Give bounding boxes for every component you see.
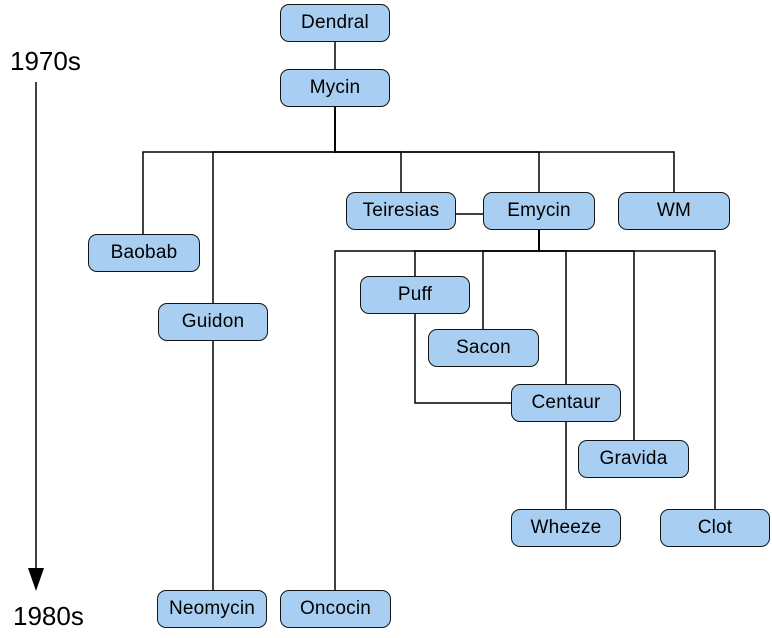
node-neomycin: Neomycin: [157, 590, 267, 628]
timeline-label-1970s: 1970s: [10, 46, 81, 76]
edge-mycin-baobab: [142, 107, 336, 234]
node-clot: Clot: [660, 509, 770, 547]
edge-mycin-emycin: [334, 107, 540, 192]
node-emycin: Emycin: [483, 192, 595, 230]
edge-mycin-teiresias: [334, 107, 402, 192]
node-wm: WM: [618, 192, 730, 230]
edge-puff-centaur: [414, 314, 511, 404]
timeline-label-1980s: 1980s: [13, 601, 84, 631]
node-oncocin: Oncocin: [280, 590, 391, 628]
edge-emycin-sacon: [482, 230, 540, 329]
edge-emycin-clot: [538, 230, 716, 509]
node-gravida: Gravida: [578, 440, 689, 478]
node-wheeze: Wheeze: [511, 509, 621, 547]
edge-emycin-centaur: [538, 230, 567, 384]
edge-mycin-guidon: [212, 107, 336, 303]
node-dendral: Dendral: [280, 4, 390, 42]
edge-emycin-puff: [414, 230, 540, 276]
timeline-arrowhead-icon: [28, 568, 44, 591]
node-baobab: Baobab: [88, 234, 200, 272]
edge-mycin-wm: [334, 107, 675, 192]
node-mycin: Mycin: [280, 69, 390, 107]
node-guidon: Guidon: [158, 303, 268, 341]
node-sacon: Sacon: [428, 329, 539, 367]
node-centaur: Centaur: [511, 384, 621, 422]
node-teiresias: Teiresias: [346, 192, 456, 230]
node-puff: Puff: [360, 276, 470, 314]
